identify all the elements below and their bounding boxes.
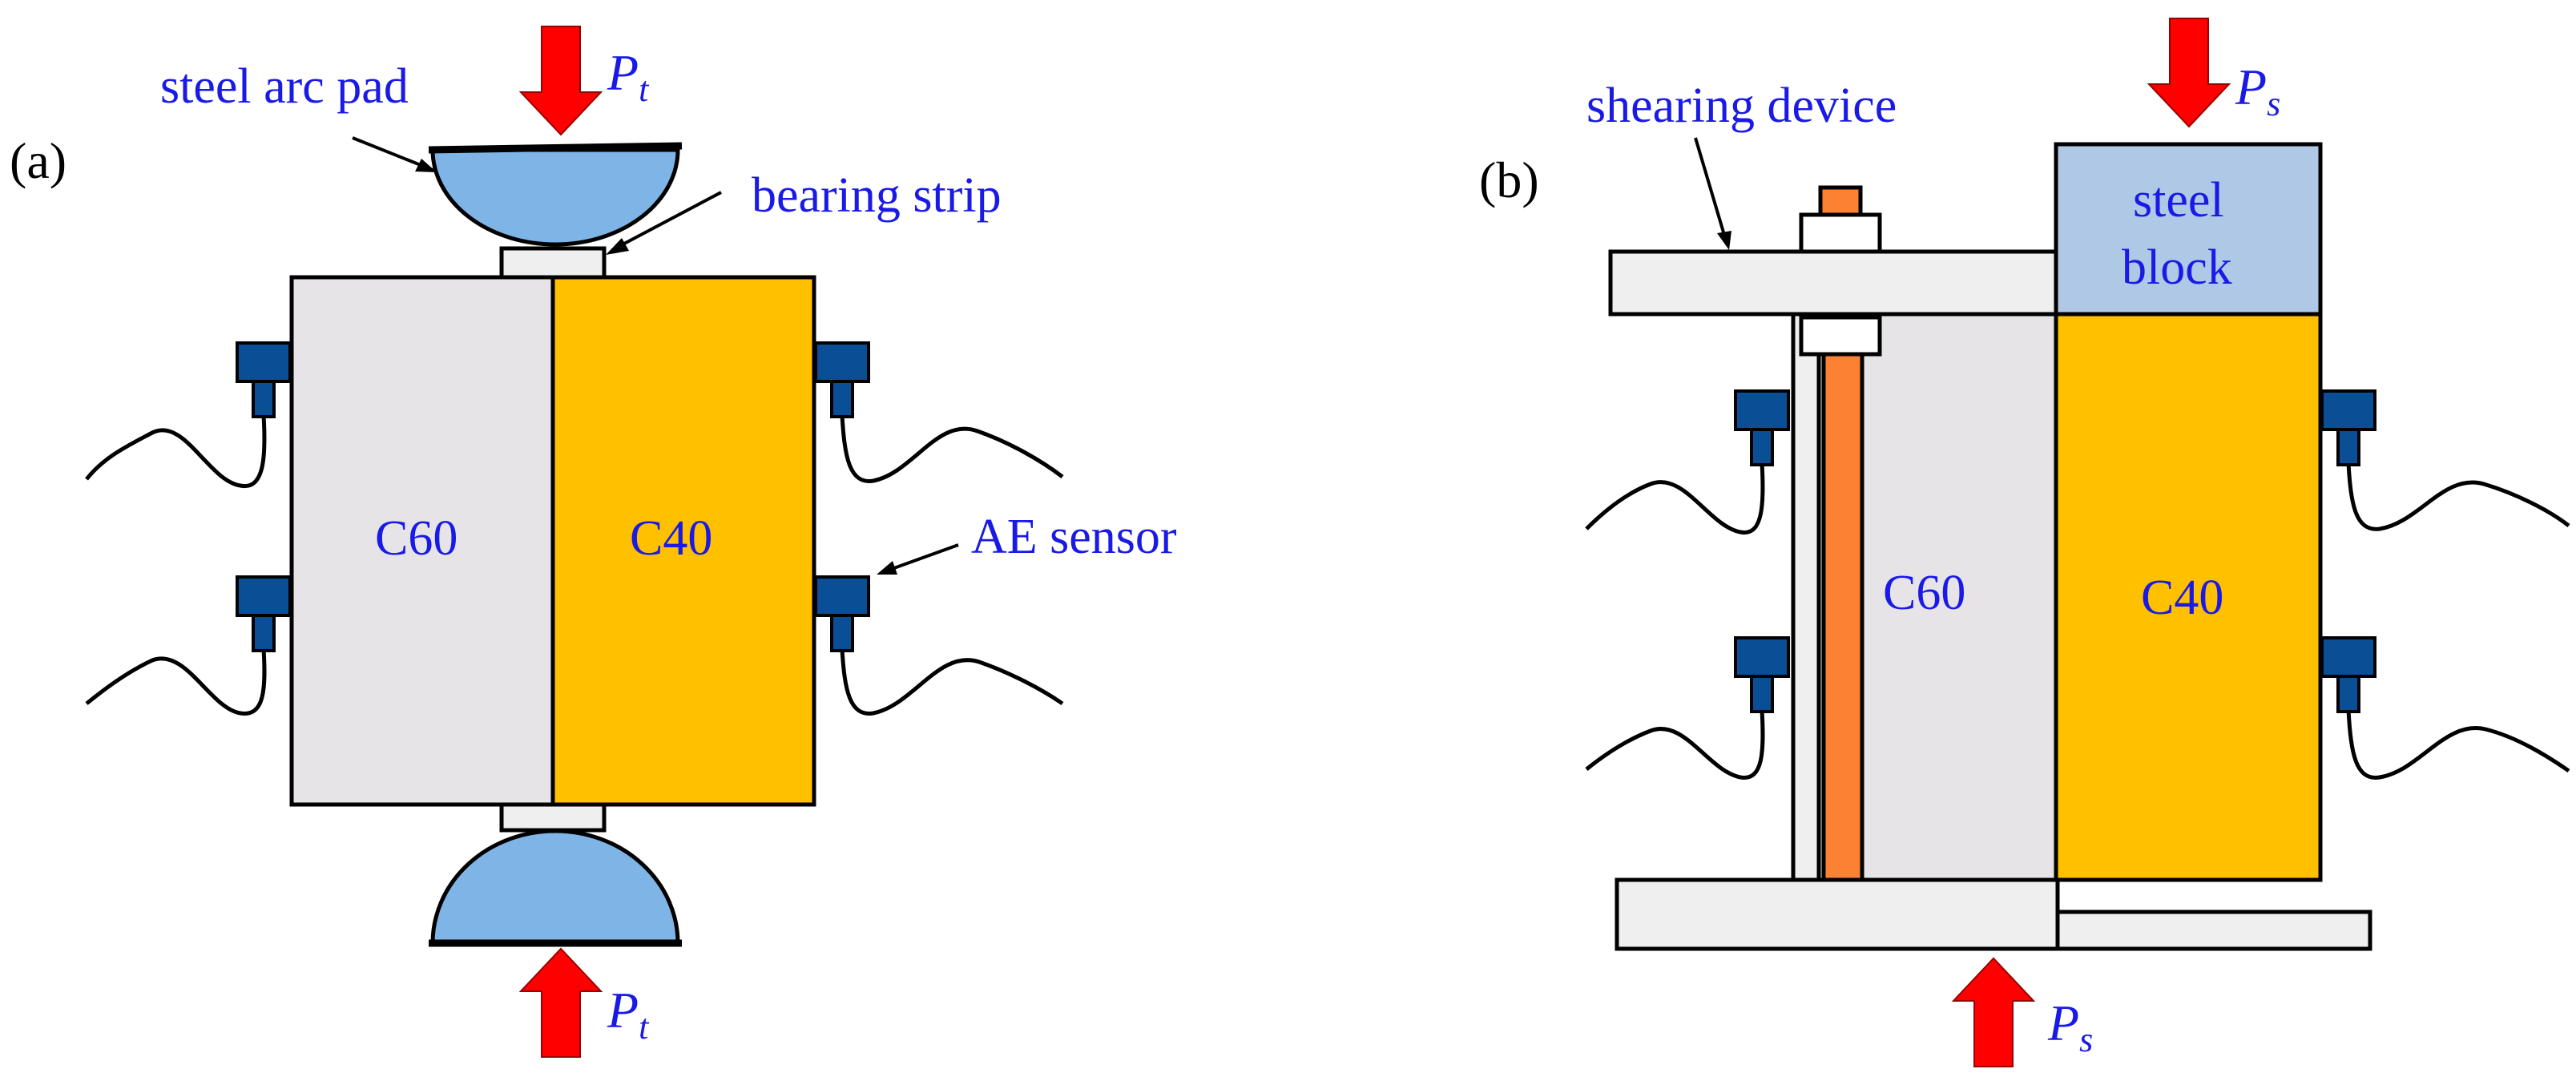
bolt-rod <box>1821 352 1864 882</box>
load-label-bottom-b: Ps <box>2047 994 2093 1059</box>
steel-arc-pad-leader-head <box>415 159 437 172</box>
panel-b-tag: (b) <box>1479 151 1539 208</box>
ae-sensor-b-right-upper <box>2320 389 2570 531</box>
steel-arc-pad-bottom <box>430 829 680 946</box>
shearing-device-label: shearing device <box>1586 79 1897 133</box>
load-label-top-a: Pt <box>607 44 650 109</box>
shearing-device-side-plate <box>1791 312 1821 882</box>
steel-block-label-line2: block <box>2122 240 2232 295</box>
steel-arc-pad-top-edge <box>428 142 683 154</box>
panel-a-tag: (a) <box>10 132 67 189</box>
load-arrow-top-b <box>2148 18 2230 127</box>
ae-sensor-a-right-lower <box>814 575 1064 716</box>
load-arrow-bottom-b <box>1953 958 2034 1067</box>
ae-sensor-b-left-upper <box>1585 389 1790 535</box>
load-arrow-bottom-a <box>520 948 602 1058</box>
ae-sensor-leader-head <box>877 561 897 575</box>
bolt-lower-nut <box>1799 315 1882 357</box>
shearing-device-leader-head <box>1717 231 1731 250</box>
bolt-top-nut <box>1799 212 1882 254</box>
ae-sensor-leader <box>882 543 959 574</box>
ae-sensor-label: AE sensor <box>971 510 1177 564</box>
ae-sensor-a-right-upper <box>814 341 1064 483</box>
bearing-strip-bottom <box>499 802 607 833</box>
steel-block <box>2054 142 2323 317</box>
c60-label-a: C60 <box>375 511 458 566</box>
panel-a: (a) Pt steel arc pad bearing strip C60 C… <box>10 26 1177 1058</box>
load-label-bottom-a: Pt <box>607 982 650 1047</box>
bearing-strip-label: bearing strip <box>752 168 1002 223</box>
c60-label-b: C60 <box>1883 566 1965 620</box>
bolt-head <box>1818 185 1863 217</box>
load-label-top-b: Ps <box>2235 58 2280 123</box>
c40-block-b <box>2054 312 2323 882</box>
c40-label-b: C40 <box>2141 571 2223 625</box>
steel-block-label-line1: steel <box>2133 173 2224 228</box>
c60-block-a <box>289 275 555 807</box>
steel-arc-pad-label: steel arc pad <box>160 59 409 114</box>
ae-sensor-a-left-upper <box>85 341 292 489</box>
steel-arc-pad-top <box>430 147 680 247</box>
ae-sensor-b-right-lower <box>2320 636 2570 780</box>
ae-sensor-b-left-lower <box>1585 636 1790 780</box>
shearing-device-leader <box>1694 137 1727 241</box>
load-arrow-top-a <box>520 26 602 135</box>
c40-label-a: C40 <box>630 511 712 566</box>
bearing-strip-top <box>499 246 607 280</box>
shearing-device-top-bar <box>1608 249 2058 317</box>
panel-b: (b) shearing device Ps C60 C40 steel blo… <box>1479 18 2570 1067</box>
bottom-plate-b <box>1615 877 2060 951</box>
c40-block-a <box>550 275 816 807</box>
bearing-strip-leader <box>611 191 722 252</box>
bearing-strip-leader-head <box>606 238 629 255</box>
bottom-plate-b-step <box>2055 880 2372 951</box>
ae-sensor-a-left-lower <box>85 575 292 716</box>
